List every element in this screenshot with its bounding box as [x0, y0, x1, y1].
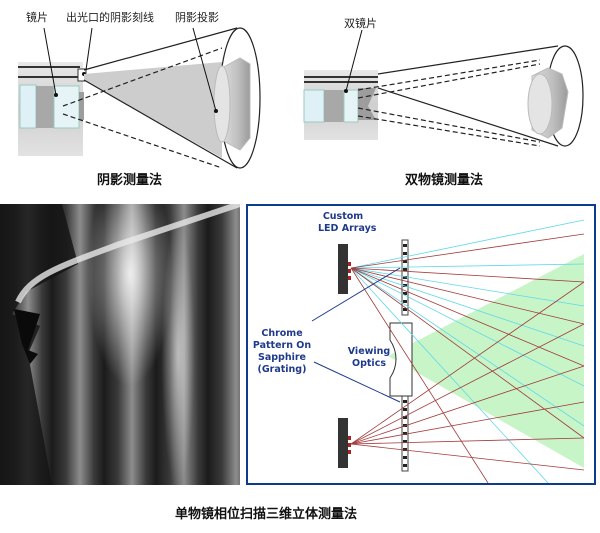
- chrome-grating-label: Chrome Pattern On Sapphire (Grating): [250, 328, 314, 376]
- dual-lens-method-diagram: 双镜片 双物镜测量法: [300, 0, 600, 190]
- viewing-label-line1: Viewing: [347, 346, 391, 357]
- exit-reticle-label: 出光口的阴影刻线: [66, 11, 154, 24]
- led-arrays-label-line2: LED Arrays: [318, 223, 377, 234]
- chrome-label-line2: Pattern On: [252, 340, 312, 351]
- viewing-optics-label: Viewing Optics: [344, 346, 394, 370]
- chrome-label-line4: (Grating): [257, 364, 307, 375]
- phase-scan-3d-caption: 单物镜相位扫描三维立体测量法: [175, 507, 358, 522]
- thread-edge-overlay: [0, 204, 240, 485]
- dual-lens-method-caption: 双物镜测量法: [405, 173, 484, 188]
- optics-ray-diagram: [311, 219, 585, 483]
- lens-label: 镜片: [26, 11, 48, 24]
- led-arrays-label-line1: Custom: [322, 211, 364, 222]
- fringe-pattern-photo: [0, 204, 240, 485]
- shadow-method-diagram: 镜片 出光口的阴影刻线 阴影投影 阴影测量法: [0, 0, 300, 190]
- viewing-label-line2: Optics: [352, 358, 386, 369]
- led-arrays-label: Custom LED Arrays: [318, 211, 377, 235]
- shadow-projection-label: 阴影投影: [175, 11, 219, 24]
- chrome-label-line3: Sapphire: [257, 352, 306, 363]
- dual-lens-illustration: [303, 29, 584, 147]
- chrome-label-line1: Chrome: [261, 328, 303, 339]
- dual-lens-label: 双镜片: [344, 17, 377, 30]
- shadow-method-illustration: [18, 27, 261, 169]
- shadow-method-caption: 阴影测量法: [97, 173, 163, 188]
- phase-scan-optics-diagram: Custom LED Arrays Chrome Pattern On Sapp…: [246, 204, 596, 485]
